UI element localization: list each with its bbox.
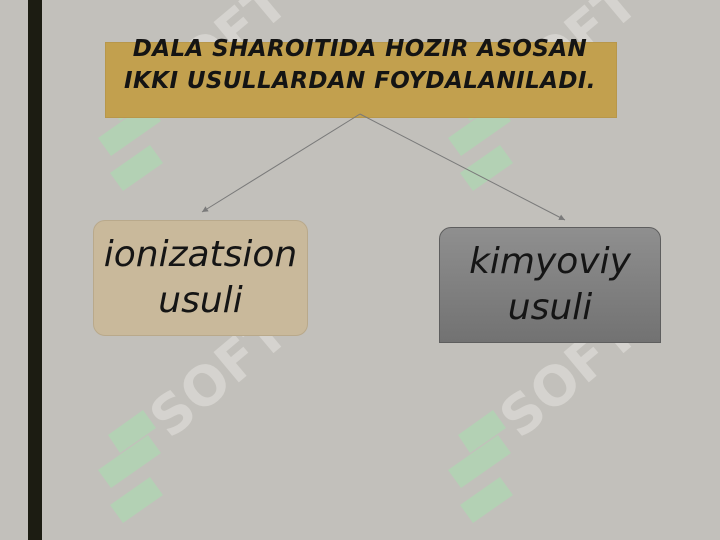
title-box [105,42,617,118]
page-title: DALA SHAROITIDA HOZIR ASOSAN IKKI USULLA… [124,36,596,94]
connector-left [201,113,361,213]
connector-right [359,113,566,221]
left-accent-bar [28,0,42,540]
node-chemical-method: kimyoviy usuli [439,227,661,343]
node-ionization-method: ionizatsion usuli [93,220,308,336]
node-label: kimyoviy usuli [469,241,631,328]
node-label: ionizatsion usuli [103,234,298,321]
